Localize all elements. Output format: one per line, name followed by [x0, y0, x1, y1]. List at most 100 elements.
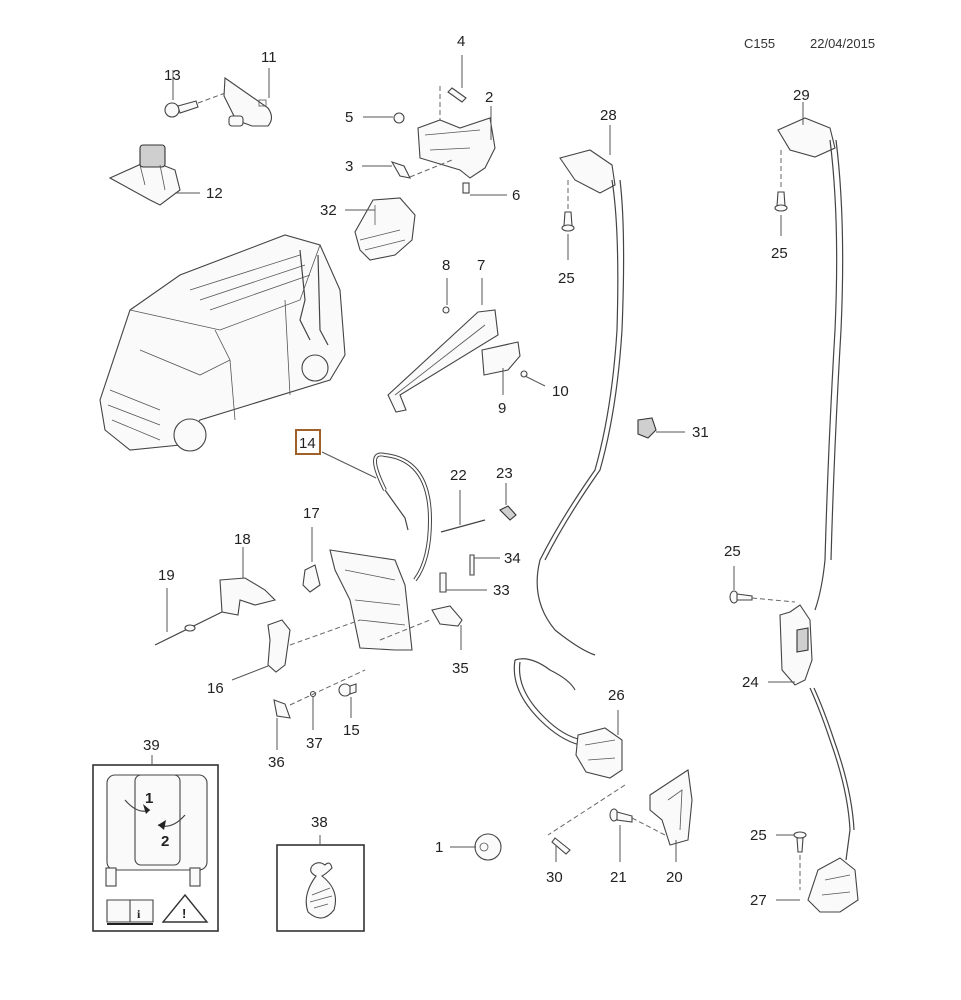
selected-part-highlight: [295, 429, 321, 455]
part-12-bracket[interactable]: [108, 144, 181, 206]
part-26-lock[interactable]: [575, 727, 623, 779]
callout-31[interactable]: 31: [692, 424, 709, 441]
part-28-lock[interactable]: [559, 149, 616, 194]
callout-39[interactable]: 39: [143, 737, 160, 754]
part-25-screw-top[interactable]: [561, 211, 575, 232]
cable-26: [514, 658, 576, 691]
callout-34[interactable]: 34: [504, 550, 521, 567]
callout-15[interactable]: 15: [343, 722, 360, 739]
part-38-kit[interactable]: [276, 835, 365, 932]
part-16-handle[interactable]: [267, 619, 291, 673]
part-17-cap[interactable]: [302, 564, 321, 593]
callout-29[interactable]: 29: [793, 87, 810, 104]
part-13-screw[interactable]: [164, 100, 199, 118]
callout-7[interactable]: 7: [477, 257, 485, 274]
callout-14[interactable]: 14: [299, 435, 316, 452]
svg-text:i: i: [137, 907, 141, 921]
callout-6[interactable]: 6: [512, 187, 520, 204]
part-30-screw[interactable]: [551, 837, 571, 855]
callout-16[interactable]: 16: [207, 680, 224, 697]
part-8-screw[interactable]: [442, 306, 450, 314]
callout-10[interactable]: 10: [552, 383, 569, 400]
part-22-rod[interactable]: [440, 519, 486, 533]
diagram-code: C155: [744, 36, 775, 51]
cable-28: [536, 179, 619, 656]
callout-4[interactable]: 4: [457, 33, 465, 50]
part-39-label[interactable]: 1 2 i !: [92, 755, 219, 932]
callout-1[interactable]: 1: [435, 839, 443, 856]
callout-28[interactable]: 28: [600, 107, 617, 124]
part-23-clip[interactable]: [499, 505, 517, 521]
part-15-bolt[interactable]: [338, 683, 357, 697]
part-3-bolt[interactable]: [390, 161, 411, 179]
callout-24[interactable]: 24: [742, 674, 759, 691]
lock-mechanism[interactable]: [329, 549, 413, 651]
callout-11[interactable]: 11: [261, 49, 277, 66]
callout-3[interactable]: 3: [345, 158, 353, 175]
part-21-screw[interactable]: [609, 808, 633, 823]
part-4-bolt[interactable]: [447, 87, 467, 103]
callout-5[interactable]: 5: [345, 109, 353, 126]
callout-30[interactable]: 30: [546, 869, 563, 886]
part-24-handle[interactable]: [779, 604, 813, 686]
part-2-hinge[interactable]: [417, 117, 496, 179]
book-info-icon: i: [106, 899, 154, 925]
part-32-actuator[interactable]: [354, 197, 416, 261]
label-39-step-2: 2: [161, 833, 169, 850]
callout-21[interactable]: 21: [610, 869, 627, 886]
part-25-screw-mid[interactable]: [729, 590, 753, 604]
callout-19[interactable]: 19: [158, 567, 175, 584]
part-31-clip[interactable]: [637, 417, 657, 439]
callout-13[interactable]: 13: [164, 67, 181, 84]
callout-35[interactable]: 35: [452, 660, 469, 677]
van-illustration: [99, 234, 346, 452]
cable-27: [809, 687, 851, 861]
part-7-handle[interactable]: [387, 309, 499, 413]
callout-20[interactable]: 20: [666, 869, 683, 886]
callout-8[interactable]: 8: [442, 257, 450, 274]
callout-38[interactable]: 38: [311, 814, 328, 831]
part-11-bracket[interactable]: [223, 76, 273, 127]
callout-12[interactable]: 12: [206, 185, 223, 202]
part-33-pin[interactable]: [439, 572, 447, 593]
part-9-bracket[interactable]: [481, 341, 521, 376]
callout-9[interactable]: 9: [498, 400, 506, 417]
part-35-lever[interactable]: [431, 605, 463, 627]
callout-27[interactable]: 27: [750, 892, 767, 909]
callout-26[interactable]: 26: [608, 687, 625, 704]
callout-37[interactable]: 37: [306, 735, 323, 752]
diagram-date: 22/04/2015: [810, 36, 875, 51]
part-1-bumper[interactable]: [474, 833, 502, 861]
callout-22[interactable]: 22: [450, 467, 467, 484]
part-25-screw-bottom[interactable]: [793, 831, 807, 853]
callout-36[interactable]: 36: [268, 754, 285, 771]
part-34-pin[interactable]: [469, 554, 475, 576]
part-18-bracket[interactable]: [219, 577, 277, 616]
svg-text:!: !: [182, 906, 186, 921]
callout-2[interactable]: 2: [485, 89, 493, 106]
callout-23[interactable]: 23: [496, 465, 513, 482]
warning-triangle-icon: !: [161, 893, 209, 923]
part-25-screw-right[interactable]: [774, 191, 788, 212]
label-39-step-1: 1: [145, 790, 153, 807]
callout-25-d[interactable]: 25: [750, 827, 767, 844]
cable-29: [814, 139, 838, 611]
part-10-screw[interactable]: [520, 370, 528, 378]
part-19-rod[interactable]: [154, 611, 223, 646]
part-5-washer[interactable]: [393, 112, 405, 124]
part-6-pin[interactable]: [462, 182, 470, 194]
part-20-bracket[interactable]: [649, 769, 693, 846]
callout-17[interactable]: 17: [303, 505, 320, 522]
callout-33[interactable]: 33: [493, 582, 510, 599]
callout-18[interactable]: 18: [234, 531, 251, 548]
parts-bag-icon: [305, 862, 337, 919]
callout-25-a[interactable]: 25: [558, 270, 575, 287]
part-27-lock[interactable]: [807, 857, 859, 913]
part-14-cable[interactable]: [373, 452, 433, 582]
callout-25-c[interactable]: 25: [724, 543, 741, 560]
part-29-lock[interactable]: [777, 117, 836, 158]
part-36-clip[interactable]: [273, 699, 291, 719]
callout-32[interactable]: 32: [320, 202, 337, 219]
callout-25-b[interactable]: 25: [771, 245, 788, 262]
